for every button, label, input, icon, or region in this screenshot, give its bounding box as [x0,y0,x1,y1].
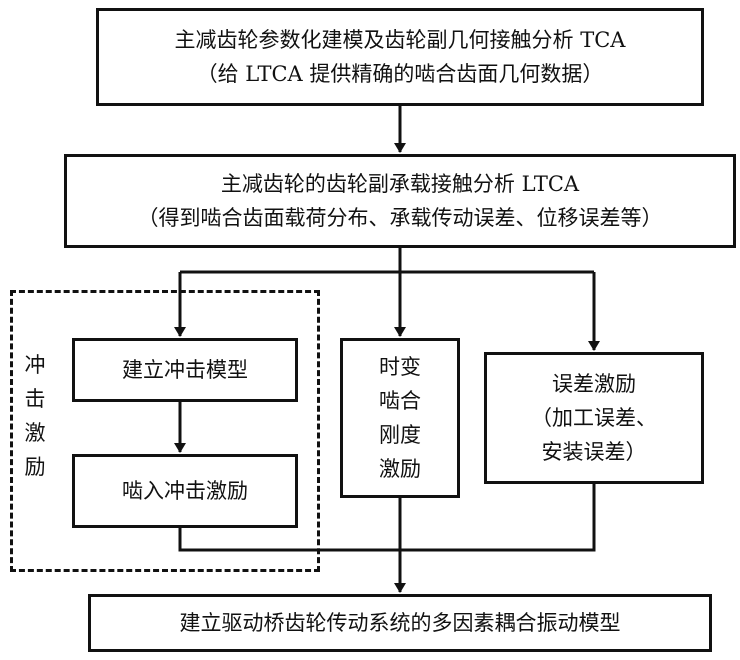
ltca-line2: （得到啮合齿面载荷分布、承载传动误差、位移误差等） [137,206,663,230]
ltca-line1: 主减齿轮的齿轮副承载接触分析 LTCA [220,172,580,196]
impact-group-label: 冲 击 激 励 [24,353,46,479]
impact-model-label: 建立冲击模型 [122,358,248,382]
stiffness-box: 时变 啮合 刚度 激励 [340,338,460,498]
merge-from-impact [178,528,400,552]
final-label: 建立驱动桥齿轮传动系统的多因素耦合振动模型 [179,611,621,635]
tca-line2: （给 LTCA 提供精确的啮合齿面几何数据） [196,62,604,86]
impact-excitation-group [10,290,320,572]
tca-line1: 主减齿轮参数化建模及齿轮副几何接触分析 TCA [174,28,626,52]
impact-excitation-label: 啮入冲击激励 [122,479,248,503]
ltca-box: 主减齿轮的齿轮副承载接触分析 LTCA （得到啮合齿面载荷分布、承载传动误差、位… [64,154,736,248]
error-box: 误差激励 （加工误差、 安装误差） [484,352,704,484]
final-box: 建立驱动桥齿轮传动系统的多因素耦合振动模型 [88,594,712,652]
impact-excitation-box: 啮入冲击激励 [72,454,298,528]
impact-model-box: 建立冲击模型 [72,338,298,402]
tca-box: 主减齿轮参数化建模及齿轮副几何接触分析 TCA （给 LTCA 提供精确的啮合齿… [96,8,704,106]
merge-from-error [400,484,596,552]
